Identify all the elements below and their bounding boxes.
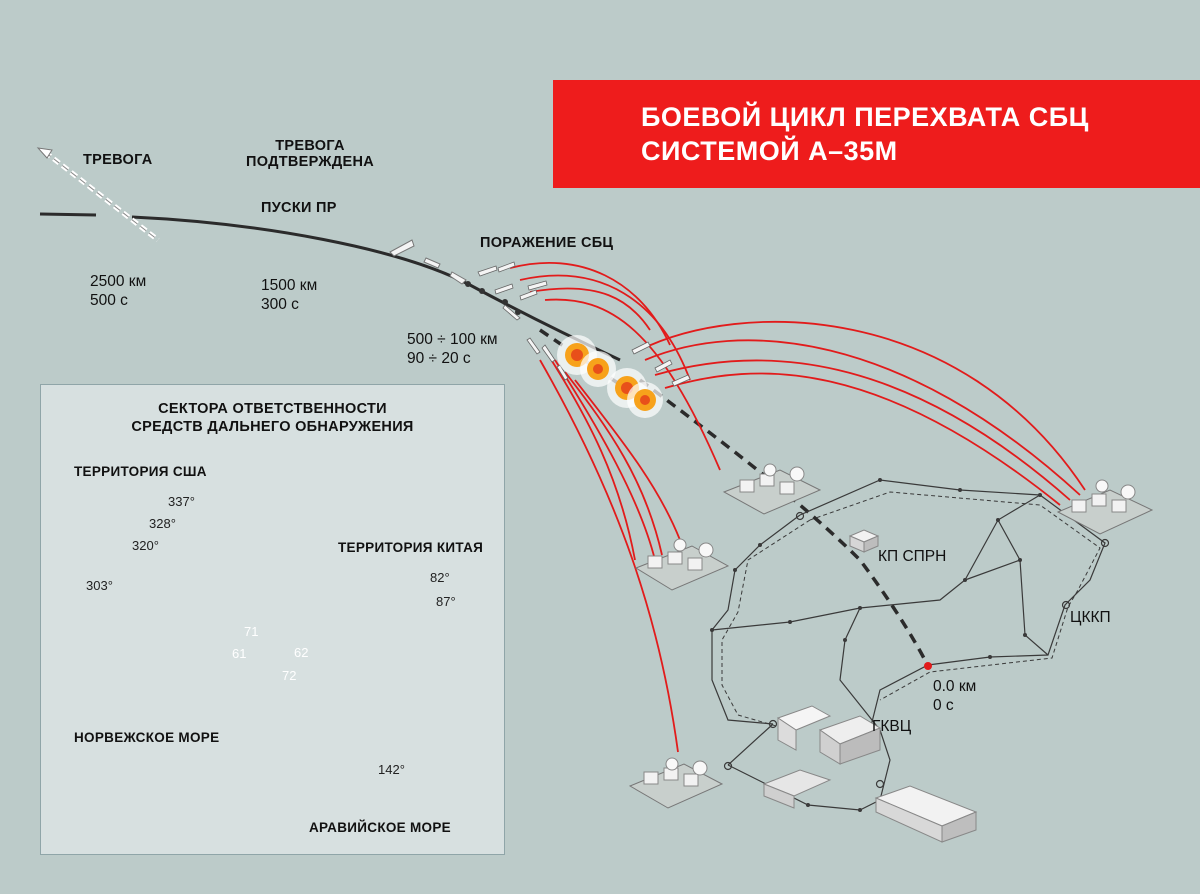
azimuth-328: 328° xyxy=(149,516,176,531)
range-1500: 1500 км 300 с xyxy=(261,276,317,314)
sector-label-62: 62 xyxy=(294,645,309,660)
range-2500-s: 500 с xyxy=(90,292,128,309)
azimuth-337: 337° xyxy=(168,494,195,509)
label-alert: ТРЕВОГА xyxy=(83,152,153,168)
kp-sprn-building xyxy=(848,529,880,553)
ground-network xyxy=(711,479,1106,811)
range-500-100-s: 90 ÷ 20 с xyxy=(407,350,471,367)
sector-label-71: 71 xyxy=(244,624,259,639)
inset-panel: СЕКТОРА ОТВЕТСТВЕННОСТИ СРЕДСТВ ДАЛЬНЕГО… xyxy=(40,384,505,855)
label-alert-confirmed-line1: ТРЕВОГА xyxy=(275,138,345,154)
title-line-1: БОЕВОЙ ЦИКЛ ПЕРЕХВАТА СБЦ xyxy=(641,102,1089,132)
azimuth-82: 82° xyxy=(430,570,450,585)
trajectory-objects xyxy=(465,281,521,315)
range-2500: 2500 км 500 с xyxy=(90,272,146,310)
ground-network-dashed xyxy=(721,491,1101,731)
decoy-objects xyxy=(389,239,467,285)
range-2500-km: 2500 км xyxy=(90,273,147,290)
gkvts-building xyxy=(776,705,882,765)
label-norway: НОРВЕЖСКОЕ МОРЕ xyxy=(74,730,220,745)
sector-label-72: 72 xyxy=(282,668,297,683)
label-alert-confirmed-line2: ПОДТВЕРЖДЕНА xyxy=(246,154,374,170)
range-zero: 0.0 км 0 с xyxy=(933,677,976,715)
range-500-100-km: 500 ÷ 100 км xyxy=(407,331,498,348)
interceptor-trajectories xyxy=(509,261,1086,753)
sector-label-61: 61 xyxy=(232,646,247,661)
azimuth-320: 320° xyxy=(132,538,159,553)
missile-icon xyxy=(36,147,53,159)
launch-site-right xyxy=(1056,479,1154,535)
launch-site-left xyxy=(634,538,730,591)
inset-title-line1: СЕКТОРА ОТВЕТСТВЕННОСТИ xyxy=(158,401,387,417)
title-banner: БОЕВОЙ ЦИКЛ ПЕРЕХВАТА СБЦ СИСТЕМОЙ А–35М xyxy=(553,80,1200,188)
impact-point-marker xyxy=(924,662,932,670)
range-1500-s: 300 с xyxy=(261,296,299,313)
label-gkvts: ГКВЦ xyxy=(872,718,912,735)
interceptor-icons xyxy=(477,261,691,387)
label-china: ТЕРРИТОРИЯ КИТАЯ xyxy=(338,540,484,555)
label-usa: ТЕРРИТОРИЯ США xyxy=(74,464,207,479)
azimuth-87: 87° xyxy=(436,594,456,609)
launch-site-top xyxy=(722,463,822,515)
label-tskkp: ЦККП xyxy=(1070,609,1111,626)
hangar-building xyxy=(762,769,832,809)
label-arabia: АРАВИЙСКОЕ МОРЕ xyxy=(309,820,451,835)
explosion-icons xyxy=(557,335,663,418)
range-1500-km: 1500 км xyxy=(261,277,318,294)
label-alert-confirmed: ТРЕВОГА ПОДТВЕРЖДЕНА xyxy=(232,138,388,170)
ground-nodes xyxy=(710,478,1042,812)
range-500-100: 500 ÷ 100 км 90 ÷ 20 с xyxy=(407,330,498,368)
label-launches: ПУСКИ ПР xyxy=(261,200,337,216)
azimuth-142: 142° xyxy=(378,762,405,777)
label-target-hit: ПОРАЖЕНИЕ СБЦ xyxy=(480,235,614,251)
warhead-stream xyxy=(36,147,160,242)
inset-title-line2: СРЕДСТВ ДАЛЬНЕГО ОБНАРУЖЕНИЯ xyxy=(131,419,414,435)
label-kp-sprn: КП СПРН xyxy=(878,548,947,565)
tskkp-building xyxy=(874,785,978,843)
range-zero-s: 0 с xyxy=(933,697,954,714)
azimuth-303: 303° xyxy=(86,578,113,593)
range-zero-km: 0.0 км xyxy=(933,678,977,695)
title-line-2: СИСТЕМОЙ А–35М xyxy=(641,136,898,166)
ground-hubs xyxy=(723,511,1110,789)
launch-site-bottom xyxy=(628,757,724,809)
